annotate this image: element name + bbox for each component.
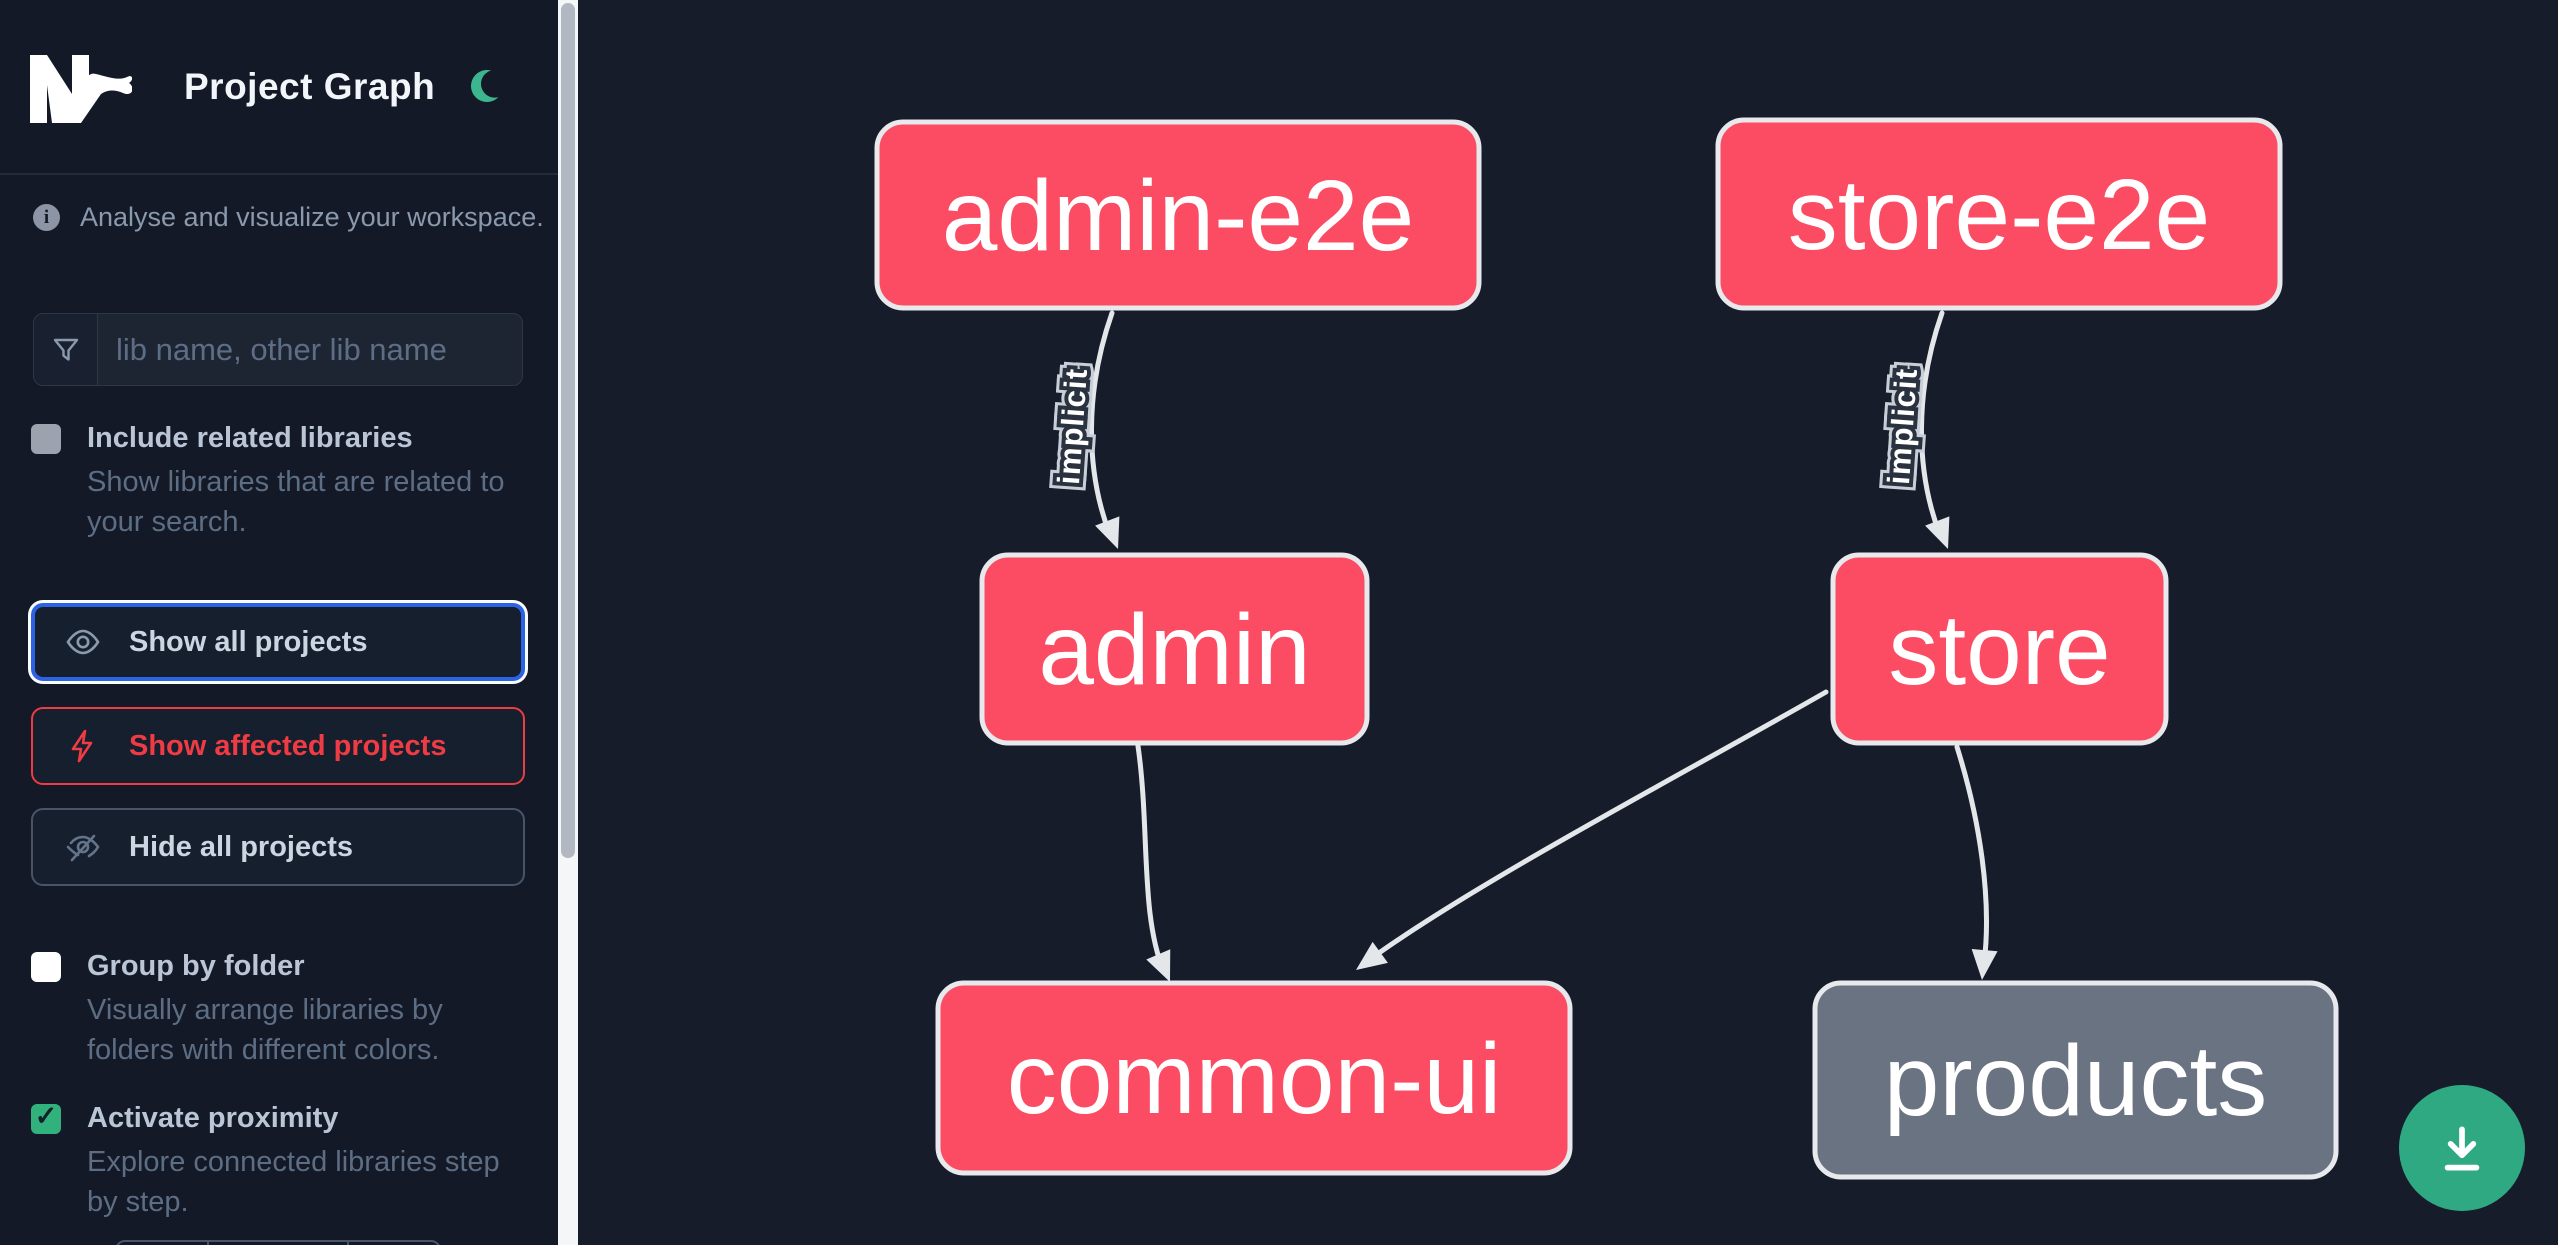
graph-node-store-e2e[interactable]: store-e2e: [1715, 117, 2283, 311]
eye-off-icon: [66, 834, 100, 862]
edge-label: implicit: [1051, 367, 1094, 486]
hide-all-projects-button[interactable]: Hide all projects: [31, 808, 525, 886]
moon-icon: [470, 69, 499, 102]
show-affected-projects-button[interactable]: Show affected projects: [31, 707, 525, 785]
segment-1[interactable]: [117, 1242, 210, 1245]
funnel-icon: [53, 338, 78, 361]
button-label: Show all projects: [129, 625, 368, 658]
toggle-activate-proximity: ✓ Activate proximity Explore connected l…: [31, 1100, 531, 1222]
project-filter-box: [33, 313, 523, 386]
toggle-label: Include related libraries: [87, 422, 413, 454]
search-input[interactable]: [98, 314, 522, 385]
segmented-control-partial[interactable]: [115, 1240, 441, 1245]
sidebar-scrollbar-thumb[interactable]: [561, 3, 575, 858]
checkbox-activate-proximity[interactable]: ✓: [31, 1100, 61, 1134]
sidebar-header: Project Graph: [0, 0, 558, 175]
eye-icon: [66, 629, 100, 655]
graph-node-admin[interactable]: admin: [979, 552, 1370, 746]
nx-logo: [30, 55, 132, 123]
edge-label: implicit: [1881, 367, 1924, 486]
workspace-tagline-row: i Analyse and visualize your workspace.: [33, 202, 544, 233]
info-icon: i: [33, 204, 60, 231]
sidebar: Project Graph i Analyse and visualize yo…: [0, 0, 558, 1245]
sidebar-scrollbar-track[interactable]: [558, 0, 578, 1245]
filter-funnel-segment: [34, 314, 98, 385]
toggle-description: Visually arrange libraries by folders wi…: [87, 994, 443, 1066]
toggle-group-by-folder: ✓ Group by folder Visually arrange libra…: [31, 950, 531, 1070]
node-label: admin: [1038, 594, 1310, 706]
download-icon: [2444, 1126, 2480, 1171]
node-label: store: [1888, 594, 2110, 706]
graph-node-admin-e2e[interactable]: admin-e2e: [874, 119, 1482, 311]
node-label: common-ui: [1007, 1023, 1502, 1135]
graph-edge-admin-common-ui: [1135, 743, 1171, 982]
bolt-icon: [71, 729, 93, 763]
graph-node-common-ui[interactable]: common-ui: [935, 980, 1573, 1176]
show-all-projects-button[interactable]: Show all projects: [31, 603, 525, 681]
download-graph-button[interactable]: [2399, 1085, 2525, 1211]
toggle-label: Group by folder: [87, 950, 305, 982]
graph-edge-store-products: [1954, 744, 1998, 980]
dark-mode-toggle[interactable]: [466, 66, 510, 110]
graph-node-store[interactable]: store: [1830, 552, 2169, 746]
checkmark-icon: ✓: [34, 1100, 58, 1131]
toggle-description: Explore connected libraries step by step…: [87, 1146, 500, 1218]
toggle-description: Show libraries that are related to your …: [87, 466, 505, 538]
graph-node-products[interactable]: products: [1812, 980, 2339, 1180]
button-label: Hide all projects: [129, 830, 354, 863]
page-title: Project Graph: [184, 66, 436, 107]
checkbox-group-by-folder[interactable]: ✓: [31, 951, 61, 982]
node-label: products: [1884, 1025, 2268, 1137]
toggle-include-related-libraries: ✓ Include related libraries Show librari…: [31, 422, 531, 542]
toggle-label: Activate proximity: [87, 1102, 339, 1134]
node-label: store-e2e: [1788, 159, 2210, 271]
graph-edge-store-common-ui: [1356, 689, 1829, 970]
checkbox-include-related-libraries[interactable]: ✓: [31, 423, 61, 454]
button-label: Show affected projects: [129, 729, 447, 762]
segment-2[interactable]: [209, 1242, 349, 1245]
node-label: admin-e2e: [942, 160, 1415, 272]
workspace-tagline: Analyse and visualize your workspace.: [80, 202, 544, 232]
